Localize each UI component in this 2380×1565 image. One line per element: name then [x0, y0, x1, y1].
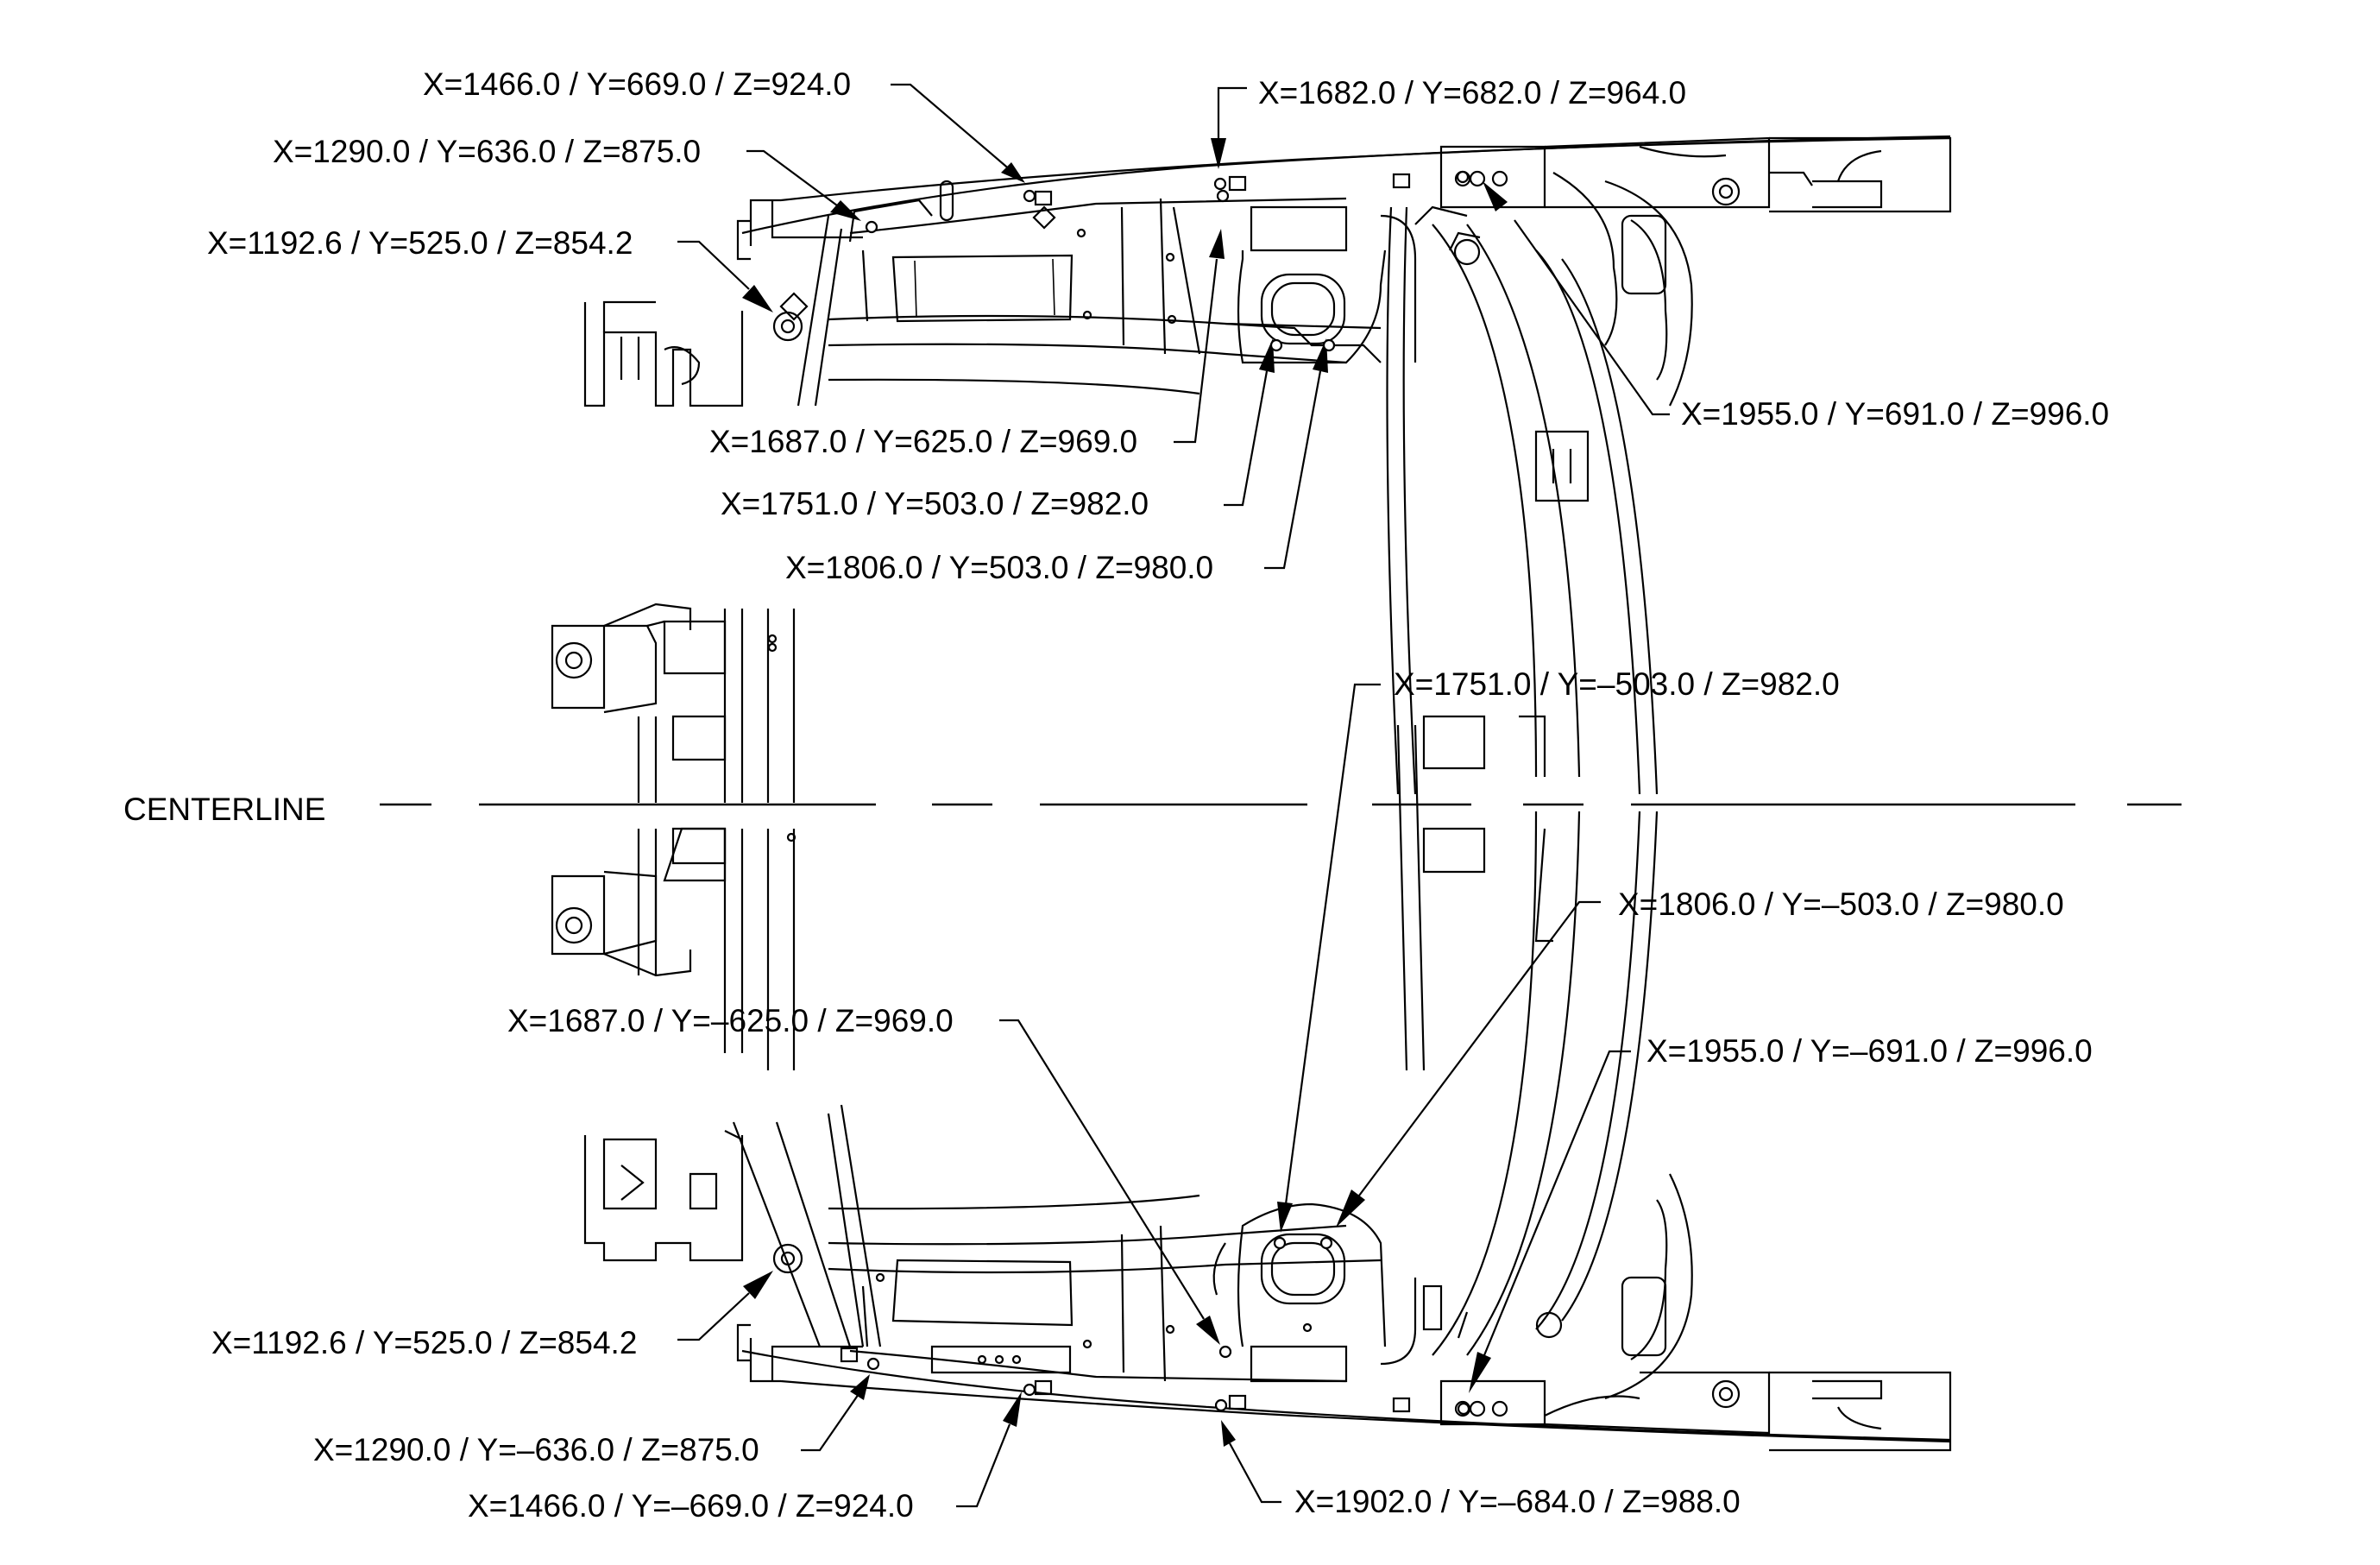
measurement-point-dot: [1456, 170, 1470, 184]
leader-line: [1514, 219, 1670, 416]
point-label: X=1687.0 / Y=–625.0 / Z=969.0: [507, 1003, 954, 1038]
arrowhead: [1469, 1352, 1491, 1393]
arrowhead: [1003, 1391, 1022, 1427]
point-label: X=1751.0 / Y=–503.0 / Z=982.0: [1394, 666, 1840, 702]
measurement-point-dot: [1273, 1236, 1287, 1250]
arrowhead: [830, 200, 861, 221]
point-label: X=1466.0 / Y=–669.0 / Z=924.0: [468, 1488, 914, 1524]
measurement-point-dot: [1214, 1398, 1228, 1412]
point-label: X=1682.0 / Y=682.0 / Z=964.0: [1258, 75, 1686, 110]
measurement-point-dot: [1322, 338, 1336, 352]
leader-line: [1217, 86, 1247, 138]
point-label: X=1687.0 / Y=625.0 / Z=969.0: [709, 424, 1137, 459]
leader-line: [801, 1393, 859, 1452]
measurement-point-dot: [1023, 189, 1036, 203]
point-label: X=1955.0 / Y=691.0 / Z=996.0: [1681, 396, 2109, 432]
leader-line: [746, 149, 838, 206]
measurement-point-dot: [1269, 338, 1283, 352]
leader-line: [677, 1292, 750, 1341]
arrowhead: [1483, 181, 1508, 211]
leader-line: [1284, 683, 1381, 1205]
point-label: X=1192.6 / Y=525.0 / Z=854.2: [211, 1325, 637, 1360]
arrowhead: [1336, 1190, 1365, 1227]
measurement-point-dot: [1319, 1236, 1333, 1250]
measurement-point-dot: [1023, 1383, 1036, 1397]
measurement-point-dot: [866, 1357, 880, 1371]
centerline: CENTERLINE: [123, 792, 2182, 827]
vehicle-body-line-art: [551, 135, 1952, 1452]
arrowhead: [850, 1374, 870, 1400]
leader-line: [1264, 370, 1322, 570]
arrowhead: [1211, 138, 1226, 169]
point-label: X=1751.0 / Y=503.0 / Z=982.0: [721, 486, 1149, 521]
leader-line: [1224, 370, 1269, 507]
measurement-labels: X=1466.0 / Y=669.0 / Z=924.0 X=1682.0 / …: [207, 66, 2109, 1524]
leader-line: [1229, 1442, 1281, 1504]
leader-line: [1358, 900, 1601, 1196]
leader-line: [1483, 1050, 1631, 1356]
measurement-point-dot: [865, 220, 878, 234]
point-label: X=1806.0 / Y=–503.0 / Z=980.0: [1618, 887, 2064, 922]
point-label: X=1466.0 / Y=669.0 / Z=924.0: [423, 66, 851, 102]
arrowhead: [1221, 1420, 1236, 1447]
point-label: X=1290.0 / Y=636.0 / Z=875.0: [273, 134, 701, 169]
arrowhead: [1196, 1316, 1220, 1345]
point-label: X=1955.0 / Y=–691.0 / Z=996.0: [1646, 1033, 2093, 1069]
arrowhead: [1209, 229, 1225, 259]
measurement-leaders: [677, 83, 1670, 1508]
point-label: X=1902.0 / Y=–684.0 / Z=988.0: [1294, 1484, 1741, 1519]
leader-line: [1174, 258, 1218, 444]
leader-line: [956, 1423, 1011, 1508]
point-label: X=1806.0 / Y=503.0 / Z=980.0: [785, 550, 1213, 585]
arrowhead: [1001, 162, 1025, 183]
measurement-point-dot: [1457, 1402, 1470, 1416]
arrowhead: [743, 1271, 773, 1299]
arrowhead: [1277, 1202, 1293, 1233]
point-label: X=1192.6 / Y=525.0 / Z=854.2: [207, 225, 633, 261]
arrowhead: [742, 285, 773, 312]
measurement-point-dot: [1216, 189, 1230, 203]
leader-line: [891, 83, 1012, 172]
point-label: X=1290.0 / Y=–636.0 / Z=875.0: [313, 1432, 759, 1467]
centerline-label: CENTERLINE: [123, 792, 325, 827]
measurement-point-dot: [1213, 177, 1227, 191]
measurement-point-dot: [1218, 1345, 1232, 1359]
leader-line: [677, 240, 750, 290]
leader-line: [999, 1019, 1205, 1320]
